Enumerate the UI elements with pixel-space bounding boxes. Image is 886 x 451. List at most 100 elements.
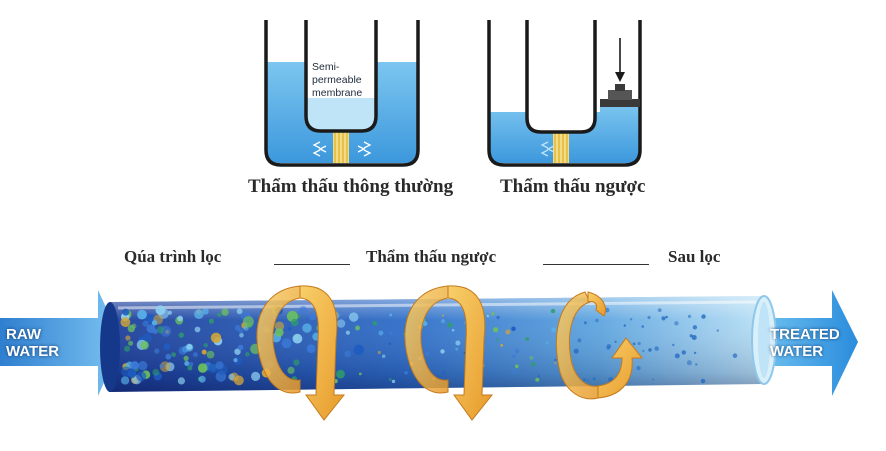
particle [194, 309, 204, 320]
particle [443, 344, 446, 347]
particle [525, 337, 530, 341]
particle [388, 342, 391, 345]
particle [151, 320, 158, 326]
particle [298, 306, 308, 315]
reverse-osmosis-beaker [487, 20, 642, 167]
particle [287, 326, 292, 331]
particle [422, 321, 428, 327]
particle [531, 362, 536, 367]
particle [159, 361, 171, 373]
particle [586, 378, 590, 382]
particle [188, 361, 194, 367]
particle [652, 378, 655, 381]
particle [194, 326, 201, 333]
flow-arrows-left [312, 141, 372, 157]
particle [632, 342, 636, 346]
particle [131, 323, 137, 329]
particle [440, 319, 446, 324]
particle [167, 310, 172, 315]
particle [306, 344, 316, 353]
particle [233, 358, 238, 363]
inner-tube-outline [304, 20, 378, 133]
particle [637, 341, 641, 346]
particle [202, 308, 209, 315]
particle [493, 327, 499, 333]
particle [641, 325, 644, 328]
particle [642, 349, 645, 352]
particle [732, 353, 738, 359]
particle [206, 350, 215, 359]
particle [136, 371, 147, 382]
particle [210, 332, 222, 343]
particle [388, 378, 392, 381]
particle [349, 312, 359, 322]
piston-icon [600, 84, 640, 107]
reverse-osmosis-caption: Thẩm thấu ngược [500, 176, 646, 197]
particle [496, 315, 500, 320]
particle [121, 366, 132, 377]
particle [238, 328, 244, 334]
particle [623, 324, 626, 327]
particle [661, 316, 666, 321]
particle [125, 335, 131, 341]
stage-label-reverse-osmosis: Thẩm thấu ngược [366, 247, 497, 266]
membrane-label: Semi- permeable membrane [312, 61, 363, 99]
particle [404, 371, 408, 375]
stage-divider [543, 264, 649, 265]
particle [691, 335, 697, 340]
particle [451, 328, 455, 332]
particle [554, 358, 557, 362]
particle [535, 377, 540, 382]
particle [358, 372, 362, 376]
particle [636, 365, 641, 371]
particle [686, 360, 692, 366]
particle [550, 308, 556, 314]
particle [692, 325, 698, 330]
particle [163, 343, 171, 351]
particle [302, 323, 312, 333]
beaker-outline [487, 20, 642, 167]
particle [529, 356, 534, 360]
particle [124, 345, 131, 352]
particle [391, 379, 396, 384]
osmosis-beaker [264, 20, 420, 167]
stage-divider [274, 264, 350, 265]
particle [515, 364, 519, 369]
particle [142, 320, 149, 327]
particle [130, 361, 139, 370]
particle [336, 319, 346, 328]
particle [695, 363, 698, 366]
stage-label-filtering: Qúa trình lọc [124, 247, 222, 266]
particle [614, 340, 617, 343]
particle [545, 341, 549, 345]
particle [654, 346, 659, 351]
particle [491, 312, 495, 316]
particle [155, 305, 166, 316]
particle [281, 338, 292, 349]
particle [152, 368, 160, 376]
particle [657, 308, 662, 312]
particle [187, 365, 193, 371]
particle [159, 363, 164, 369]
particle [687, 314, 692, 318]
particle [287, 366, 295, 374]
particle [239, 332, 244, 338]
particle [701, 314, 706, 319]
particle [291, 318, 299, 327]
particle [693, 351, 697, 355]
particle [178, 332, 184, 338]
flow-arrows-right [540, 141, 555, 157]
particle [165, 353, 172, 360]
particle [606, 346, 610, 350]
particle [177, 315, 184, 322]
particle [217, 312, 222, 317]
particle [221, 308, 229, 316]
particle [447, 322, 453, 328]
particle [681, 350, 686, 355]
particle [137, 309, 147, 320]
particle [573, 348, 579, 354]
particle [447, 359, 450, 362]
particle [275, 328, 284, 337]
particle [505, 329, 511, 335]
particle [156, 326, 165, 334]
